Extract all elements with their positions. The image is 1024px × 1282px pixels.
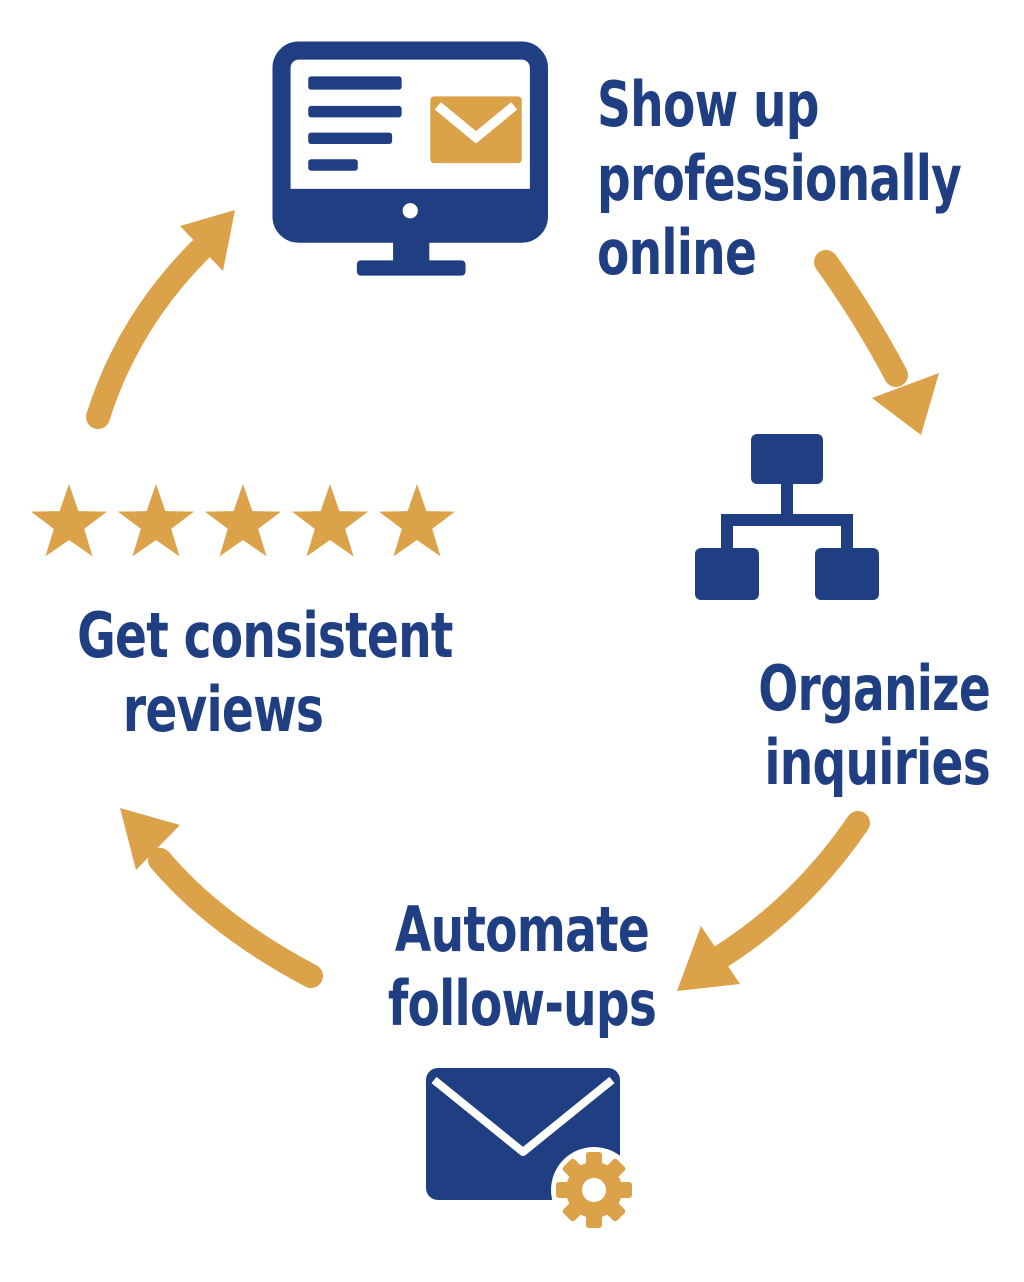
star-icon bbox=[379, 484, 455, 557]
step-label-automate-follow-ups: Automate follow-ups bbox=[370, 893, 674, 1041]
step-label-show-up-online: Show up professionally online bbox=[597, 68, 962, 290]
gear-icon bbox=[551, 1147, 637, 1233]
star-icon bbox=[31, 484, 107, 557]
step-label-line: inquiries bbox=[764, 726, 990, 799]
arrowhead-step3 bbox=[677, 926, 740, 991]
arrow-step3-to-step4 bbox=[148, 848, 323, 988]
computer-monitor-email-icon bbox=[272, 41, 548, 276]
step-label-line: Automate bbox=[394, 893, 650, 966]
arrowhead-step4 bbox=[120, 808, 180, 870]
step-label-get-consistent-reviews: Get consistent reviews bbox=[77, 599, 453, 747]
step-label-line: reviews bbox=[122, 673, 324, 746]
step-label-line: Show up bbox=[597, 68, 820, 141]
five-stars-icon bbox=[31, 484, 455, 557]
envelope-gear-icon bbox=[426, 1068, 637, 1233]
arrowhead-step2 bbox=[872, 373, 939, 435]
star-icon bbox=[205, 484, 281, 557]
star-icon bbox=[292, 484, 368, 557]
star-icon bbox=[118, 484, 194, 557]
step-label-organize-inquiries: Organize inquiries bbox=[758, 652, 991, 800]
arrowhead-step1 bbox=[180, 210, 235, 271]
org-chart-icon bbox=[695, 434, 879, 600]
arrow-step2-to-step3 bbox=[710, 811, 870, 968]
arrow-step1-to-step2 bbox=[814, 250, 908, 387]
step-label-line: follow-ups bbox=[387, 967, 657, 1040]
step-label-line: Organize bbox=[758, 652, 991, 725]
step-label-line: Get consistent bbox=[77, 599, 453, 672]
step-label-line: professionally bbox=[597, 142, 962, 215]
step-label-line: online bbox=[597, 216, 757, 289]
arrow-step4-to-step1 bbox=[86, 238, 212, 429]
